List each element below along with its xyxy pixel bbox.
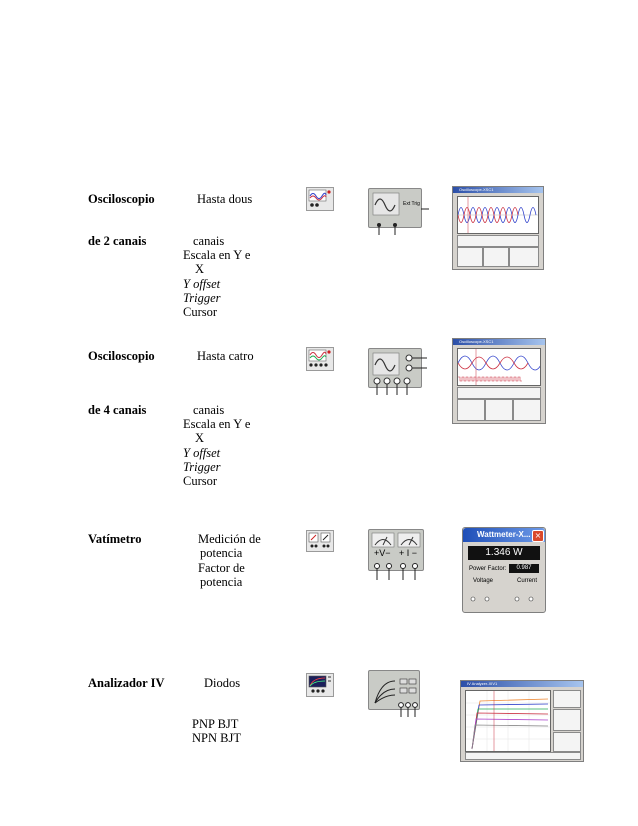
iv-curve-screen xyxy=(465,690,551,752)
oscilloscope-2ch-window: Oscilloscope-XSC1 xyxy=(452,186,544,270)
voltage-label: Voltage xyxy=(473,578,494,584)
row2-desc-4: X xyxy=(195,431,205,445)
row1-desc-1: Hasta dous xyxy=(197,192,253,206)
row1-name: Osciloscopio xyxy=(88,192,155,206)
iv-analyzer-symbol[interactable] xyxy=(368,670,420,717)
window-title: Wattmeter-X... xyxy=(477,530,531,539)
power-reading: 1.346 W xyxy=(468,546,540,560)
window-title: Oscilloscope-XSC1 xyxy=(459,187,494,192)
row4-desc-1: Diodos xyxy=(204,676,241,690)
iv-analyzer-icon[interactable] xyxy=(306,673,334,697)
row1-desc-2: canais xyxy=(193,234,225,248)
row3-desc-1: Medición de xyxy=(198,532,261,546)
scope-screen xyxy=(457,196,539,234)
row1-desc-6: Trigger xyxy=(183,291,221,305)
iv-analyzer-window: IV Analyzer-XIV1 xyxy=(460,680,584,762)
row2-name-2: de 4 canais xyxy=(88,403,147,417)
row2-desc-5: Y offset xyxy=(183,446,221,460)
power-factor-label: Power Factor: xyxy=(469,566,507,572)
oscilloscope-4ch-icon[interactable] xyxy=(306,347,334,371)
row1-name-2: de 2 canais xyxy=(88,234,147,248)
row2-desc-3: Escala en Y e xyxy=(183,417,251,431)
scope-screen xyxy=(457,348,543,386)
row1-desc-4: X xyxy=(195,262,205,276)
wattmeter-window: Wattmeter-X... × 1.346 W Power Factor: 0… xyxy=(462,527,546,613)
oscilloscope-4ch-symbol[interactable] xyxy=(368,348,427,395)
close-icon[interactable]: × xyxy=(532,530,544,542)
row3-desc-3: Factor de xyxy=(198,561,245,575)
row3-desc-4: potencia xyxy=(200,575,243,589)
oscilloscope-4ch-window: Oscilloscope-XSC1 xyxy=(452,338,546,424)
window-title: IV Analyzer-XIV1 xyxy=(467,681,498,686)
current-label: Current xyxy=(517,578,538,584)
row2-desc-7: Cursor xyxy=(183,474,218,488)
row2-desc-1: Hasta catro xyxy=(197,349,254,363)
wattmeter-symbol[interactable]: +V− + I − xyxy=(368,529,424,580)
voltage-terminal-label: +V− xyxy=(374,548,391,558)
wattmeter-icon[interactable] xyxy=(306,530,334,552)
row2-name: Osciloscopio xyxy=(88,349,155,363)
row2-desc-2: canais xyxy=(193,403,225,417)
current-terminal-label: + I − xyxy=(399,548,418,558)
row3-desc-2: potencia xyxy=(200,546,243,560)
window-title: Oscilloscope-XSC1 xyxy=(459,339,494,344)
oscilloscope-2ch-icon[interactable] xyxy=(306,187,334,211)
row4-desc-3: NPN BJT xyxy=(192,731,241,745)
row1-desc-3: Escala en Y e xyxy=(183,248,251,262)
power-factor-value: 0.987 xyxy=(509,564,539,573)
row4-desc-2: PNP BJT xyxy=(192,717,239,731)
ext-trig-label: Ext Trig xyxy=(403,201,420,207)
row1-desc-5: Y offset xyxy=(183,277,221,291)
row2-desc-6: Trigger xyxy=(183,460,221,474)
row1-desc-7: Cursor xyxy=(183,305,218,319)
row4-name: Analizador IV xyxy=(88,676,165,690)
oscilloscope-2ch-symbol[interactable]: Ext Trig xyxy=(368,188,429,235)
row3-name: Vatímetro xyxy=(88,532,142,546)
